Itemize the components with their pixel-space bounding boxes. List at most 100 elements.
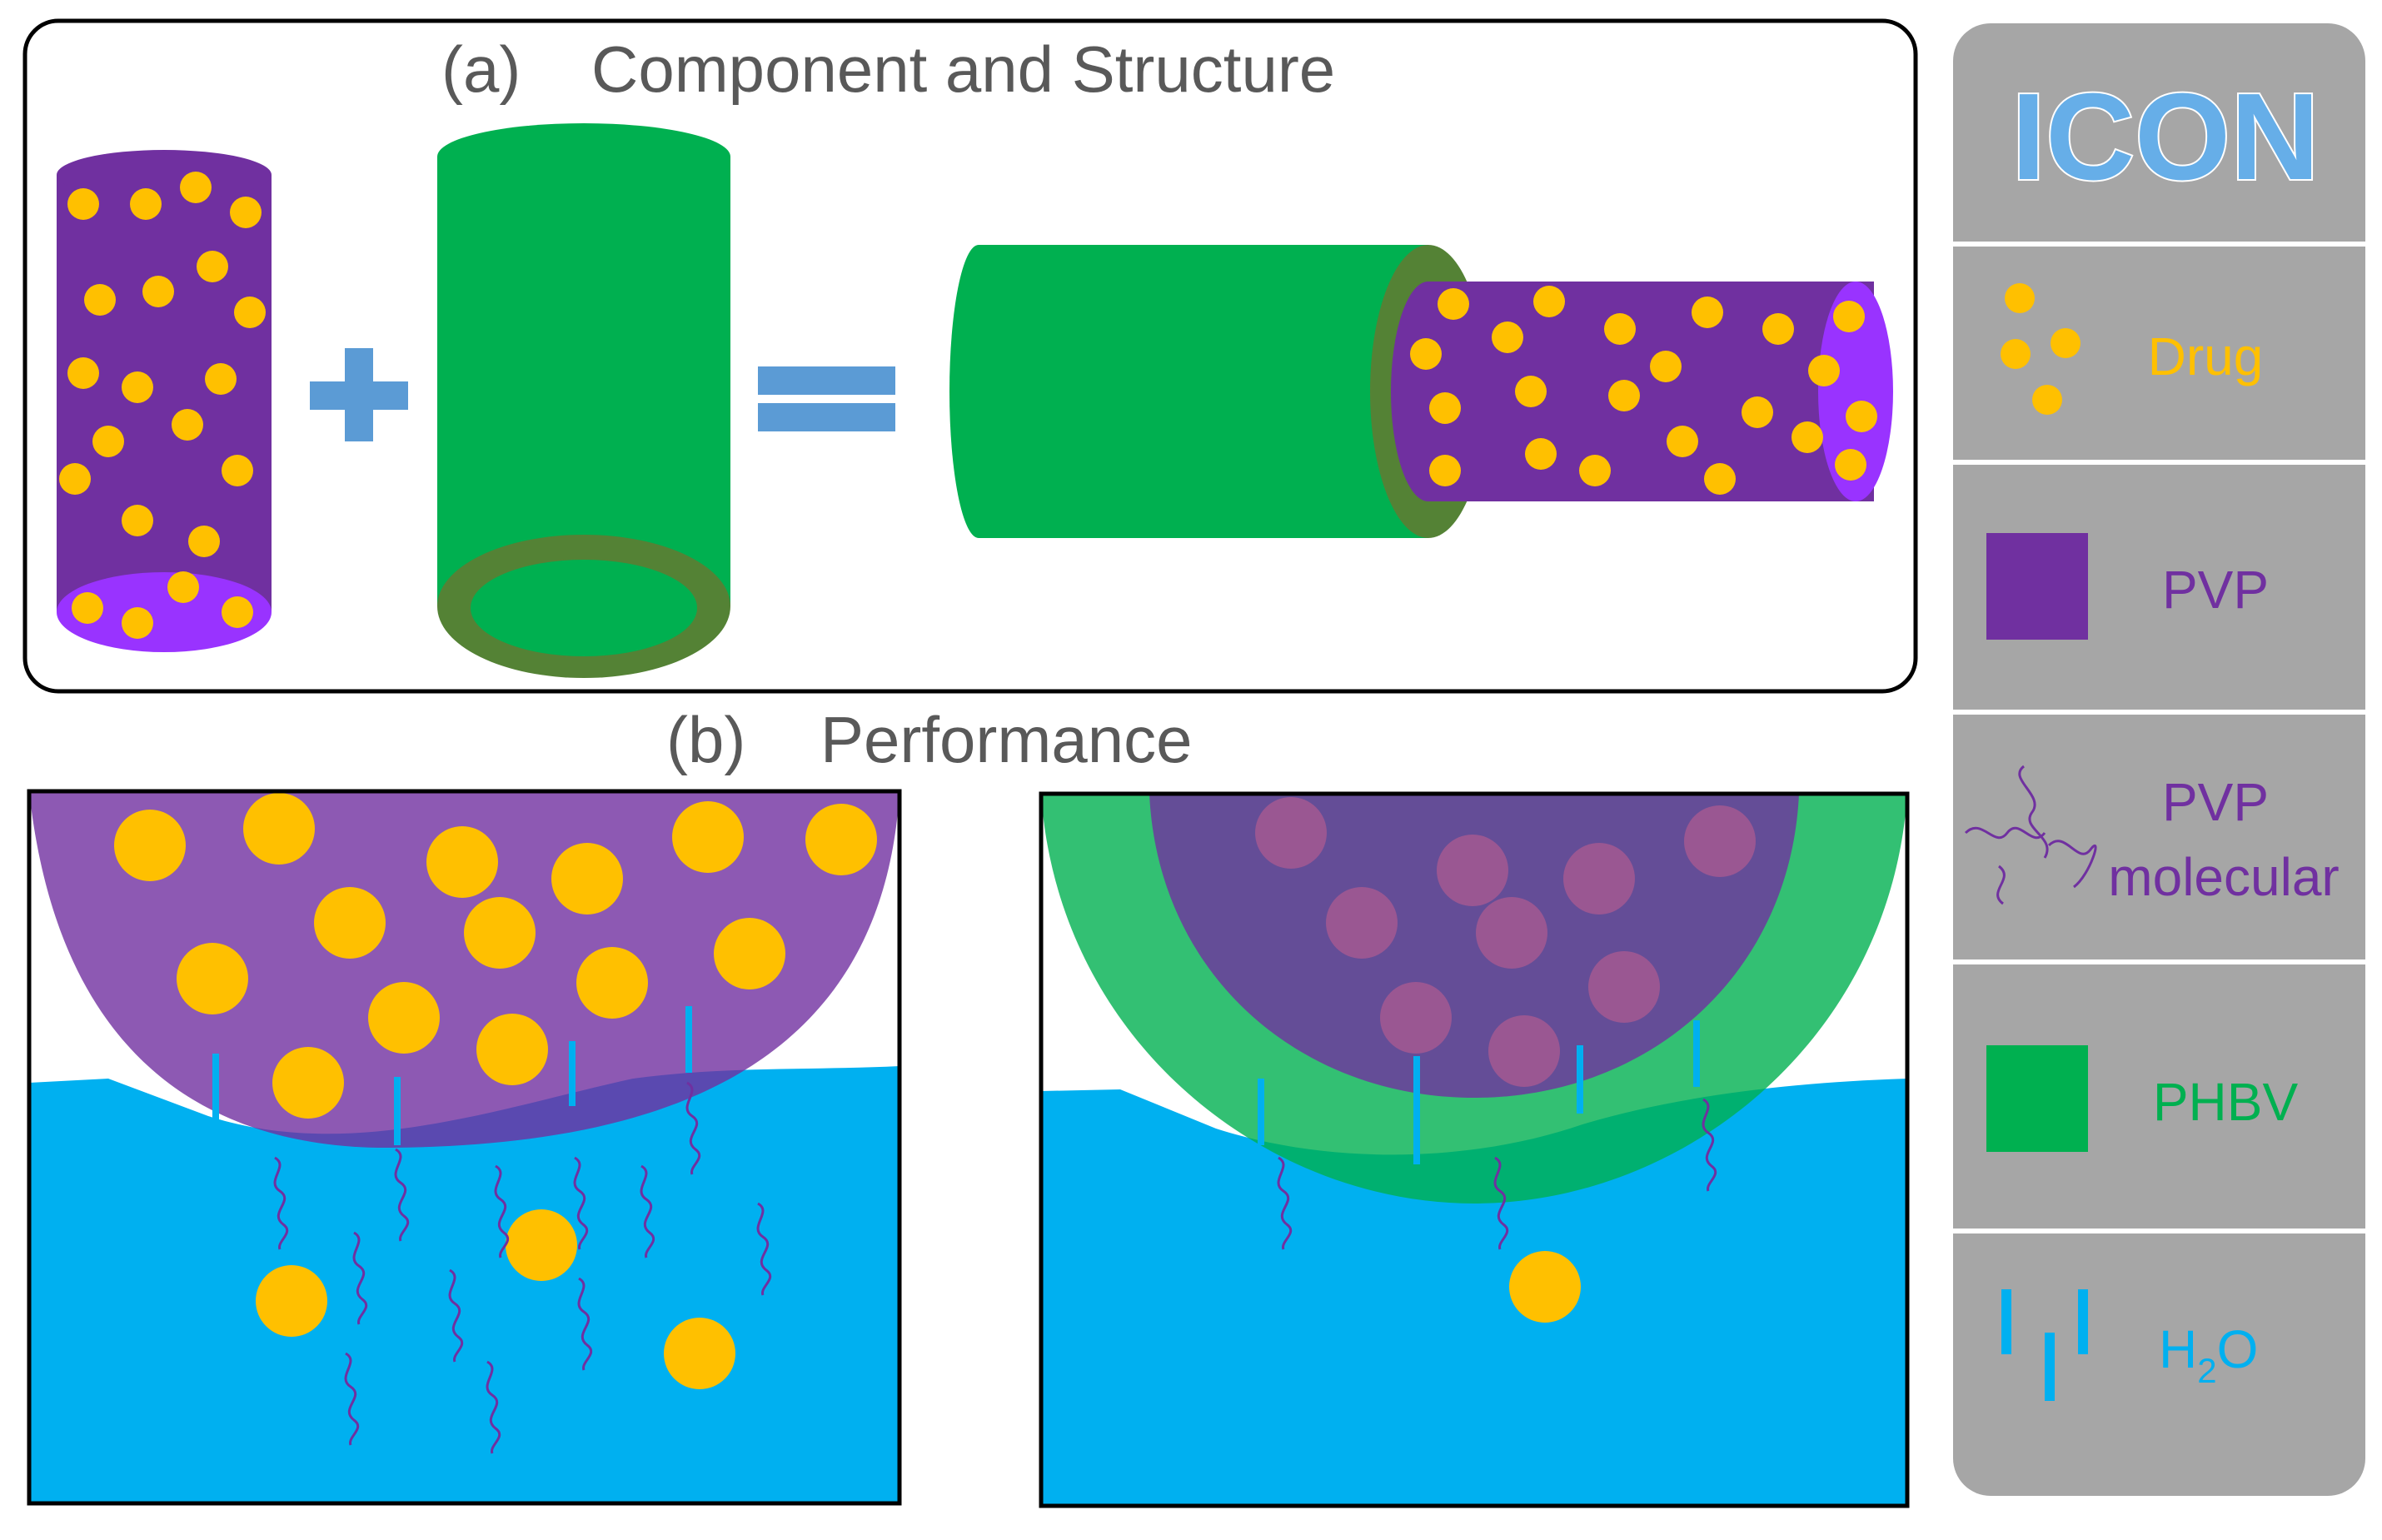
drug-particle bbox=[1667, 426, 1698, 457]
drug-particle bbox=[177, 943, 248, 1014]
drug-particle bbox=[1762, 313, 1794, 345]
drug-particle bbox=[368, 982, 440, 1054]
drug-particle bbox=[464, 897, 536, 969]
drug-particle bbox=[222, 455, 253, 486]
drug-particle bbox=[197, 251, 228, 282]
drug-particle bbox=[130, 188, 162, 220]
drug-particle bbox=[314, 887, 386, 959]
pvp-molecule bbox=[486, 1360, 501, 1454]
drug-particle bbox=[1326, 887, 1398, 959]
pvp-dissolution-scene bbox=[27, 789, 902, 1506]
water-molecule bbox=[394, 1077, 401, 1145]
drug-particle bbox=[1438, 288, 1469, 320]
phbv-swatch-icon bbox=[1986, 1045, 2088, 1152]
legend-label-drug: Drug bbox=[2148, 326, 2264, 386]
drug-particle bbox=[1742, 396, 1773, 428]
water-molecule bbox=[1413, 1056, 1420, 1164]
drug-particle bbox=[243, 793, 315, 865]
drug-particle bbox=[1429, 455, 1461, 486]
drug-icon bbox=[2001, 283, 2081, 415]
legend-label-pvp-molecular-1: PVP bbox=[2162, 772, 2269, 832]
drug-particle bbox=[256, 1265, 327, 1337]
panel-b: (b) Performance bbox=[27, 703, 1910, 1508]
fiber-drug-particles bbox=[1410, 286, 1877, 495]
drug-particle bbox=[230, 197, 262, 228]
drug-particle bbox=[1704, 463, 1736, 495]
pvp-molecule bbox=[640, 1164, 655, 1258]
drug-particle bbox=[506, 1209, 577, 1281]
panel-a: (a) Component and Structure bbox=[22, 18, 1918, 694]
legend-dividers bbox=[1953, 242, 2365, 1233]
drug-particle bbox=[1380, 982, 1452, 1054]
drug-particle bbox=[59, 463, 91, 495]
drug-particle bbox=[180, 172, 212, 203]
drug-particle bbox=[72, 592, 103, 624]
drug-particle bbox=[805, 804, 877, 875]
pvp-molecule bbox=[573, 1156, 589, 1250]
legend-label-phbv: PHBV bbox=[2153, 1072, 2299, 1132]
plus-operator bbox=[310, 348, 408, 441]
drug-particle bbox=[1808, 355, 1840, 386]
core-shell-release-scene bbox=[1039, 791, 1910, 1508]
water-body-right bbox=[1041, 1079, 1907, 1506]
drug-particle bbox=[234, 297, 266, 328]
drug-particle bbox=[1588, 951, 1660, 1023]
water-molecule bbox=[1577, 1045, 1583, 1114]
water-molecule-icon bbox=[2001, 1289, 2088, 1401]
drug-particle bbox=[426, 826, 498, 898]
drug-particle bbox=[1515, 376, 1547, 407]
pvp-fiber-cross-section bbox=[29, 791, 899, 1149]
pvp-molecule bbox=[494, 1164, 510, 1258]
drug-particle bbox=[167, 571, 199, 603]
legend-label-pvp: PVP bbox=[2162, 560, 2269, 620]
drug-particle bbox=[1488, 1015, 1560, 1087]
pvp-molecule bbox=[1493, 1156, 1509, 1250]
drug-particle bbox=[1255, 797, 1327, 869]
panel-a-letter: (a) bbox=[441, 32, 521, 106]
panel-b-letter: (b) bbox=[666, 703, 745, 776]
released-drug-particle bbox=[1509, 1251, 1581, 1323]
drug-particle bbox=[672, 801, 744, 873]
drug-particle bbox=[114, 810, 186, 881]
drug-particle bbox=[205, 363, 237, 395]
pvp-molecule bbox=[394, 1148, 410, 1242]
water-body-left bbox=[29, 1066, 899, 1503]
pvp-swatch-icon bbox=[1986, 533, 2088, 640]
water-molecule bbox=[1693, 1020, 1700, 1087]
pvp-molecule bbox=[344, 1352, 360, 1446]
scene-frame-right bbox=[1039, 791, 1910, 1508]
legend-item-phbv: PHBV bbox=[1986, 1045, 2298, 1152]
legend-item-h2o: H2O bbox=[2001, 1289, 2258, 1401]
drug-particle bbox=[122, 371, 153, 403]
pvp-molecule bbox=[756, 1202, 772, 1296]
core-drug-particles bbox=[59, 172, 266, 639]
drug-particle bbox=[1835, 449, 1866, 481]
pvp-molecule bbox=[448, 1268, 464, 1363]
panel-b-title: Performance bbox=[820, 703, 1193, 776]
drug-particle bbox=[222, 596, 253, 628]
drug-particle bbox=[1608, 380, 1640, 411]
drug-particle bbox=[188, 526, 220, 557]
equals-operator bbox=[758, 366, 895, 431]
legend-title: ICON bbox=[2011, 68, 2320, 206]
drug-particle bbox=[714, 918, 785, 989]
drug-particle bbox=[67, 357, 99, 389]
drug-particle bbox=[67, 188, 99, 220]
pvp-core-cylinder bbox=[57, 150, 272, 652]
right-pvp-molecules bbox=[1277, 1098, 1717, 1250]
drug-particle bbox=[1604, 313, 1636, 345]
right-drug-particles bbox=[1255, 797, 1756, 1087]
drug-particle bbox=[1692, 297, 1723, 328]
pvp-core-cross-section bbox=[1149, 794, 1799, 1098]
legend-panel: ICON Drug PVP bbox=[1953, 23, 2365, 1496]
drug-particle bbox=[1533, 286, 1565, 317]
drug-particle bbox=[84, 284, 116, 316]
core-shell-fiber bbox=[949, 245, 1893, 538]
phbv-shell-cylinder bbox=[437, 123, 730, 678]
drug-particle bbox=[551, 843, 623, 915]
left-drug-particles bbox=[114, 793, 877, 1389]
drug-particle bbox=[122, 505, 153, 536]
pvp-molecule bbox=[577, 1277, 593, 1371]
drug-particle bbox=[1791, 421, 1823, 453]
